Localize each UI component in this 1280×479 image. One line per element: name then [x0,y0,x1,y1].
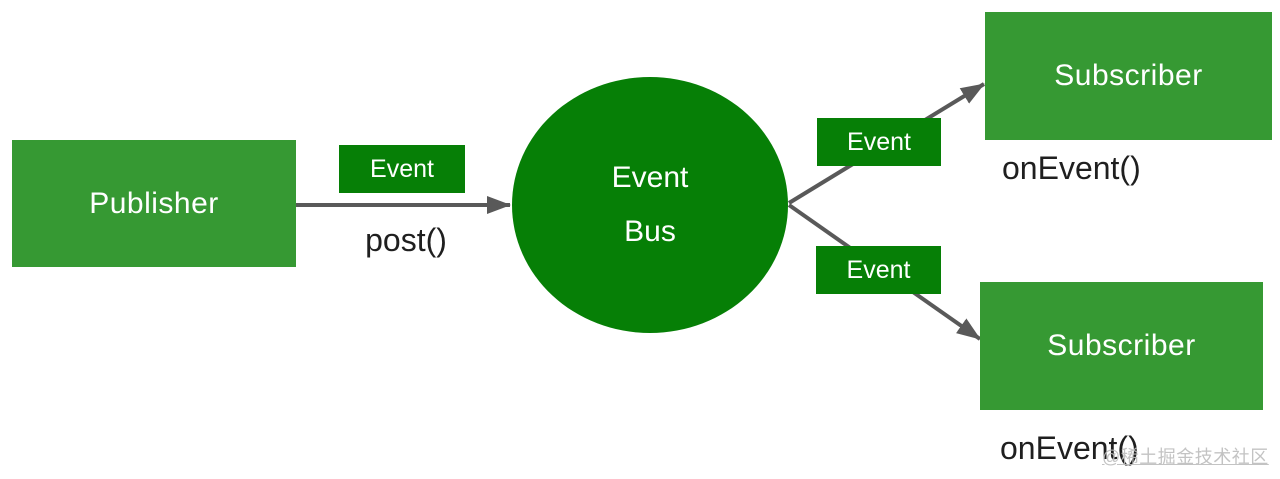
subscriber-top-node: Subscriber [985,12,1272,140]
publisher-node: Publisher [12,140,296,267]
event-badge-deliver-top-label: Event [847,127,911,156]
subscriber-top-label: Subscriber [1054,59,1203,92]
event-bus-node: Event Bus [512,77,788,333]
onevent-caption-top: onEvent() [1002,150,1141,186]
event-bus-label-line1: Event [611,161,689,194]
juejin-watermark: @稀土掘金技术社区 [1102,447,1269,467]
event-badge-deliver-top: Event [817,118,941,166]
subscriber-bottom-node: Subscriber [980,282,1263,410]
event-badge-publish: Event [339,145,465,193]
event-badge-deliver-bottom: Event [816,246,941,294]
event-bus-label-line2: Bus [624,215,676,248]
subscriber-bottom-label: Subscriber [1047,329,1196,362]
publisher-label: Publisher [89,186,219,220]
post-method-caption: post() [365,222,447,258]
event-badge-publish-label: Event [370,154,434,183]
event-badge-deliver-bottom-label: Event [846,255,911,284]
onevent-caption-bottom: onEvent() [1000,430,1139,466]
